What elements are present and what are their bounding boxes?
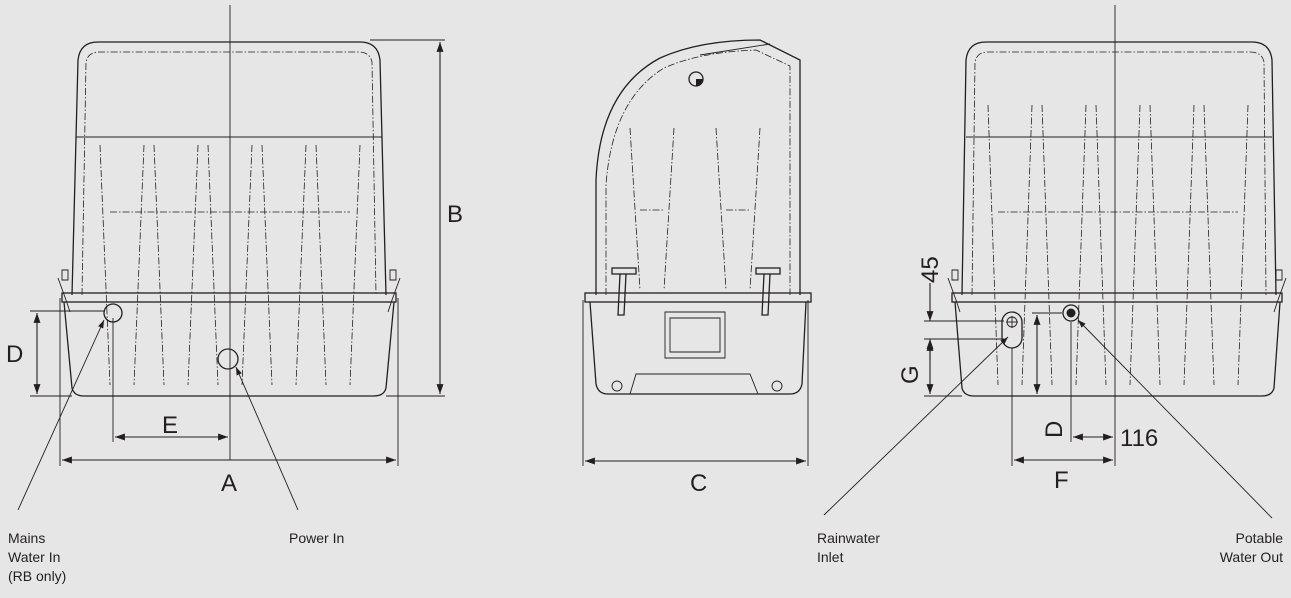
power-inlet-icon	[217, 348, 239, 370]
dim-d-left-label: D	[6, 341, 23, 368]
dim-e-label: E	[162, 412, 178, 439]
dim-a-label: A	[221, 470, 237, 497]
rainwater-label-line1: Rainwater	[817, 530, 880, 546]
dim-116-label: 116	[1120, 425, 1158, 452]
dim-f-label: F	[1054, 467, 1069, 494]
dim-g-label: G	[897, 365, 924, 384]
front-view: B D E A	[6, 5, 463, 511]
mains-label-line1: Mains	[8, 530, 45, 546]
rainwater-label-line2: Inlet	[817, 549, 844, 565]
potable-label-line1: Potable	[1236, 530, 1284, 546]
side-view: C	[582, 39, 812, 497]
mains-label-line3: (RB only)	[8, 568, 66, 584]
potable-outlet-icon	[1062, 304, 1080, 322]
dim-b-label: B	[447, 201, 463, 228]
potable-label-line2: Water Out	[1220, 549, 1283, 565]
callouts: Mains Water In (RB only) Power In Rainwa…	[8, 530, 1283, 584]
left-clamp-icon	[611, 267, 637, 316]
right-clamp-icon	[755, 267, 781, 316]
rainwater-inlet-icon	[1001, 311, 1023, 349]
dim-c-label: C	[690, 470, 707, 497]
dim-45-label: 45	[917, 256, 944, 283]
dim-d-right-label: D	[1041, 421, 1068, 438]
power-label: Power In	[289, 530, 344, 546]
mains-label-line2: Water In	[8, 549, 60, 565]
back-view: 45 G D F 116	[823, 5, 1287, 519]
